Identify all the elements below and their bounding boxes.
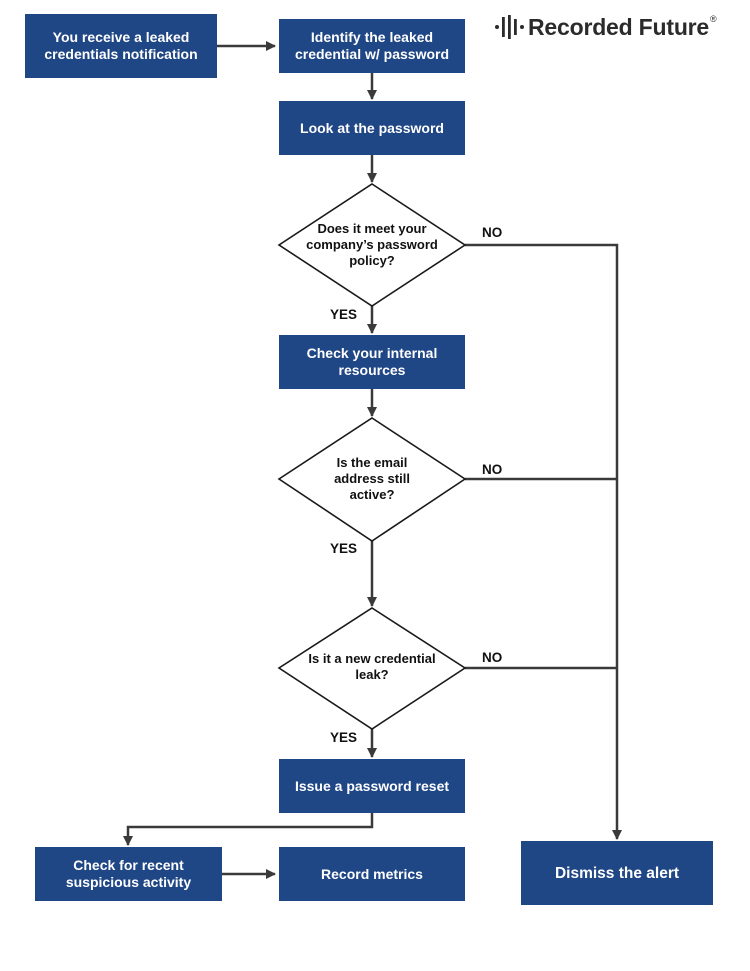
label-yes-email: YES <box>330 541 358 556</box>
label-yes-new-leak: YES <box>330 730 358 745</box>
decision-diamond-new-leak <box>277 607 467 730</box>
decision-text-policy: Does it meet your company’s password pol… <box>306 221 438 268</box>
step-dismiss-alert: Dismiss the alert <box>521 841 713 905</box>
brand-name: Recorded Future <box>528 13 710 40</box>
step-check-internal-resources: Check your internal resources <box>279 335 465 389</box>
decision-diamond-policy <box>277 183 467 307</box>
registered-mark: ® <box>710 14 717 24</box>
label-yes-policy: YES <box>330 307 358 322</box>
step-issue-password-reset: Issue a password reset <box>279 759 465 813</box>
step-look-at-password: Look at the password <box>279 101 465 155</box>
line-policy-no <box>465 243 622 840</box>
brand-logo: Recorded Future ® <box>494 12 717 42</box>
step-check-suspicious-activity: Check for recent suspicious activity <box>35 847 222 901</box>
recorded-future-logo-icon <box>495 15 524 39</box>
label-no-email: NO <box>482 462 503 477</box>
decision-text-email: Is the email address still active? <box>334 455 410 502</box>
arrow-reset-to-suspicious <box>123 813 374 846</box>
label-no-policy: NO <box>482 225 503 240</box>
decision-diamond-email <box>277 417 467 542</box>
step-receive-notification: You receive a leaked credentials notific… <box>25 14 217 78</box>
label-no-new-leak: NO <box>482 650 503 665</box>
decision-text-new-leak: Is it a new credential leak? <box>308 651 436 682</box>
step-record-metrics: Record metrics <box>279 847 465 901</box>
step-identify-credential: Identify the leaked credential w/ passwo… <box>279 19 465 73</box>
